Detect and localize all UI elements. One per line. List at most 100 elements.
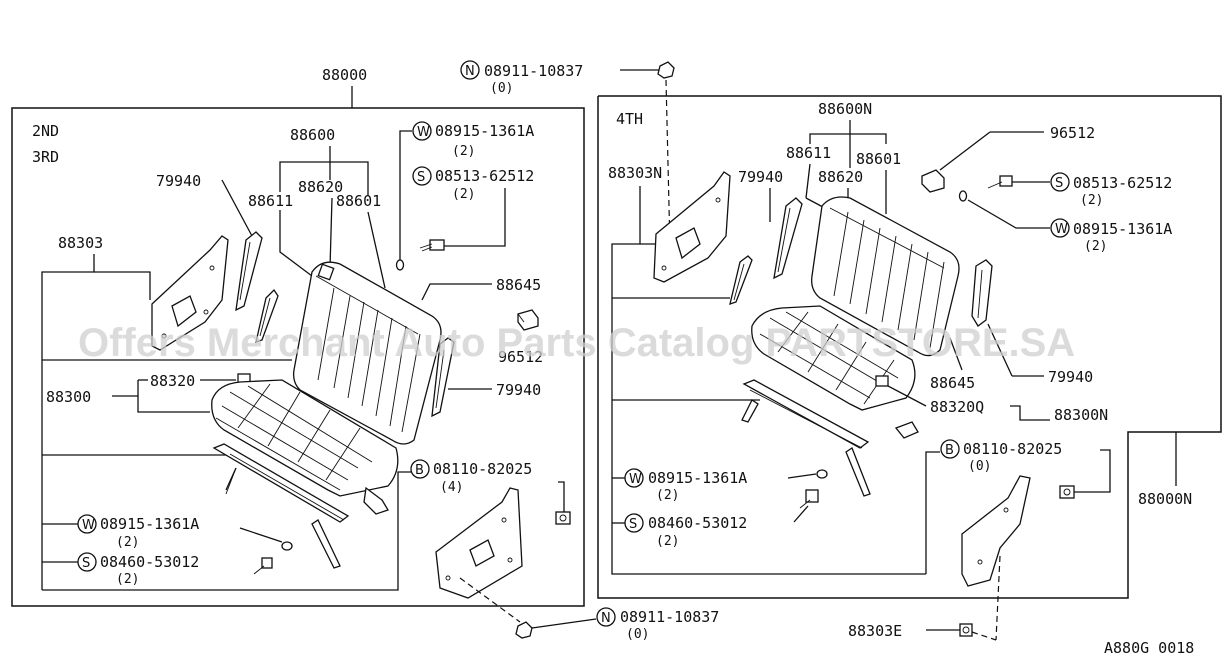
right-section-title: 4TH <box>616 110 643 128</box>
qty-w-left: (2) <box>452 144 475 159</box>
diagram-code: A880G 0018 <box>1104 639 1194 657</box>
washer-icon <box>958 190 968 202</box>
callout-s-left-top[interactable]: S 08513-62512 (2) <box>412 166 534 202</box>
label-88303N[interactable]: 88303N <box>608 164 662 182</box>
w-circle-icon: W <box>82 518 95 533</box>
part-number-b-left: 08110-82025 <box>433 460 532 478</box>
label-88600N[interactable]: 88600N <box>818 100 872 118</box>
part-number-n-bottom: 08911-10837 <box>620 608 719 626</box>
qty-w-right: (2) <box>1084 239 1107 254</box>
qty-n-top: (0) <box>490 81 513 96</box>
part-number-w-right: 08915-1361A <box>1073 220 1172 238</box>
seat-cushion-left <box>211 379 399 497</box>
screw-icon <box>419 239 445 252</box>
label-88611-right[interactable]: 88611 <box>786 144 831 162</box>
w-circle-icon: W <box>417 125 430 140</box>
hinge-right <box>971 259 993 327</box>
w-circle-icon: W <box>629 472 642 487</box>
label-88320Q[interactable]: 88320Q <box>930 398 984 416</box>
label-88620-right[interactable]: 88620 <box>818 168 863 186</box>
part-number-b-right: 08110-82025 <box>963 440 1062 458</box>
washer-icon <box>395 259 405 271</box>
label-79940-left-right[interactable]: 79940 <box>496 381 541 399</box>
screw-icon <box>799 489 819 509</box>
label-88645-left[interactable]: 88645 <box>496 276 541 294</box>
watermark: Offers Merchant Auto Parts Catalog PARTS… <box>78 321 1075 365</box>
seat-frame-left <box>212 443 389 569</box>
label-79940-right[interactable]: 79940 <box>1048 368 1093 386</box>
bolt-icon-left <box>555 511 571 525</box>
s-circle-icon: S <box>417 170 425 185</box>
label-96512-left[interactable]: 96512 <box>498 348 543 366</box>
part-number-w-left: 08915-1361A <box>435 122 534 140</box>
screw-icon <box>253 557 273 575</box>
part-number-s-left-bottom: 08460-53012 <box>100 553 199 571</box>
callout-b-right[interactable]: B 08110-82025 (0) <box>940 439 1062 474</box>
label-88645-right[interactable]: 88645 <box>930 374 975 392</box>
part-number-s-right: 08513-62512 <box>1073 174 1172 192</box>
label-88320[interactable]: 88320 <box>150 372 195 390</box>
label-88601-right[interactable]: 88601 <box>856 150 901 168</box>
label-88300[interactable]: 88300 <box>46 388 91 406</box>
seat-back-right <box>811 196 960 357</box>
mount-bracket-left <box>435 487 523 599</box>
right-section-frame <box>597 95 1222 599</box>
washer-icon <box>281 541 293 551</box>
callout-w-right[interactable]: W 08915-1361A (2) <box>1050 218 1172 254</box>
callout-s-right[interactable]: S 08513-62512 (2) <box>1050 172 1172 208</box>
callout-w-right-bottom[interactable]: W 08915-1361A (2) <box>624 468 747 503</box>
s-circle-icon: S <box>629 517 637 532</box>
label-79940-right-top[interactable]: 79940 <box>738 168 783 186</box>
label-88600[interactable]: 88600 <box>290 126 335 144</box>
left-section-title-2nd: 2ND <box>32 122 59 140</box>
callout-s-left-bottom[interactable]: S 08460-53012 (2) <box>77 552 199 587</box>
side-panel-right <box>653 171 731 283</box>
side-panel-left <box>151 235 229 351</box>
mount-bracket-right <box>961 475 1031 587</box>
callout-w-left-top[interactable]: W 08915-1361A (2) <box>412 121 534 159</box>
callout-b-left[interactable]: B 08110-82025 (4) <box>410 459 532 495</box>
qty-s-right-bottom: (2) <box>656 534 679 549</box>
nut-icon-top <box>657 61 675 79</box>
part-number-n-top: 08911-10837 <box>484 62 583 80</box>
callout-n-bottom[interactable]: N 08911-10837 (0) <box>596 607 719 642</box>
part-number-w-right-bottom: 08915-1361A <box>648 469 747 487</box>
w-circle-icon: W <box>1055 222 1068 237</box>
nut-icon-bottom <box>515 621 533 639</box>
label-88300N[interactable]: 88300N <box>1054 406 1108 424</box>
left-section: 2ND 3RD 88000 88600 88620 88611 88601 79… <box>11 66 585 607</box>
label-88000N[interactable]: 88000N <box>1138 490 1192 508</box>
b-circle-icon: B <box>415 463 424 478</box>
callout-n-top[interactable]: N 08911-10837 (0) <box>460 60 583 96</box>
label-96512-right[interactable]: 96512 <box>1050 124 1095 142</box>
left-section-frame <box>11 107 585 607</box>
part-number-s-left: 08513-62512 <box>435 167 534 185</box>
b-circle-icon: B <box>945 443 954 458</box>
label-88620-left[interactable]: 88620 <box>298 178 343 196</box>
part-number-w-left-bottom: 08915-1361A <box>100 515 199 533</box>
part-number-s-right-bottom: 08460-53012 <box>648 514 747 532</box>
qty-w-right-bottom: (2) <box>656 488 679 503</box>
qty-w-left-bottom: (2) <box>116 535 139 550</box>
label-88611-left[interactable]: 88611 <box>248 192 293 210</box>
seat-back-left <box>292 261 442 445</box>
trim-strip-right <box>729 197 803 305</box>
hinge-left <box>431 337 455 418</box>
s-circle-icon: S <box>82 556 90 571</box>
qty-s-left: (2) <box>452 187 475 202</box>
callout-s-right-bottom[interactable]: S 08460-53012 (2) <box>624 513 747 549</box>
label-88601-left[interactable]: 88601 <box>336 192 381 210</box>
clip-icon-right <box>921 169 945 193</box>
label-88303E[interactable]: 88303E <box>848 622 902 640</box>
qty-b-left: (4) <box>440 480 463 495</box>
label-79940-left-top[interactable]: 79940 <box>156 172 201 190</box>
callout-w-left-bottom[interactable]: W 08915-1361A (2) <box>77 514 199 550</box>
clip-icon-left <box>517 309 539 331</box>
label-88303-left[interactable]: 88303 <box>58 234 103 252</box>
washer-icon <box>816 469 828 479</box>
qty-s-left-bottom: (2) <box>116 572 139 587</box>
qty-b-right: (0) <box>968 459 991 474</box>
label-88000[interactable]: 88000 <box>322 66 367 84</box>
n-circle-icon: N <box>601 611 611 626</box>
trim-strip-left <box>235 231 279 343</box>
